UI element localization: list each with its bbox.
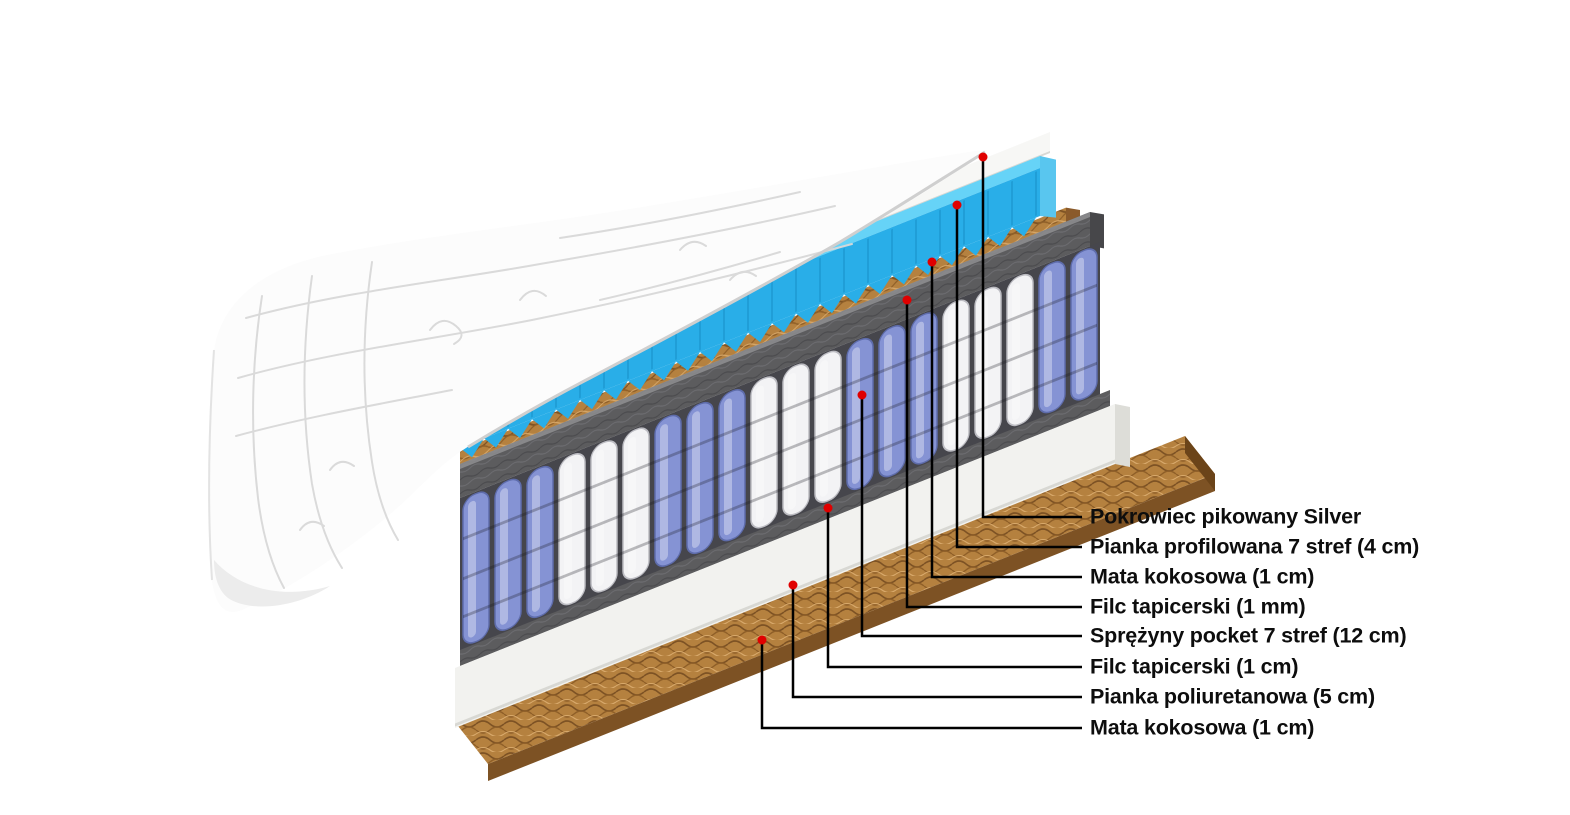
profiled-foam-end (1040, 156, 1056, 218)
pocket-springs-creases (463, 283, 1097, 619)
callout-line-mata-kokosowa-gorna (930, 262, 1082, 579)
spring-pocket-highlight (948, 308, 956, 446)
spring-pocket-highlight (884, 334, 892, 472)
callout-line-sprezyny (860, 395, 1082, 638)
spring-pocket (910, 312, 938, 465)
callout-dot (978, 152, 988, 162)
callout-dot (788, 580, 798, 590)
callout-line-filc-dolny (826, 508, 1082, 669)
spring-pocket (750, 376, 778, 529)
spring-pocket-highlight (1076, 257, 1084, 395)
callout-dot (902, 295, 912, 305)
spring-pocket-highlight (500, 488, 508, 625)
pocket-springs-background (460, 242, 1100, 652)
spring-pocket-highlight (724, 398, 732, 536)
spring-pocket (526, 465, 554, 619)
callout-line-filc-gorny (905, 300, 1082, 609)
spring-pocket (1038, 261, 1066, 414)
spring-pocket (494, 478, 522, 631)
spring-pocket-highlight (788, 372, 796, 510)
cover-left-edge (208, 349, 215, 581)
spring-pocket-highlight (532, 475, 540, 612)
spring-pocket (782, 363, 810, 516)
spring-pocket-highlight (468, 500, 476, 638)
spring-pocket-highlight (916, 321, 924, 459)
spring-pocket (1006, 273, 1034, 427)
upper-felt-end (1090, 212, 1104, 249)
quilted-cover-layer (207, 150, 989, 612)
layer-stack (455, 132, 1130, 728)
lower-felt-layer (460, 390, 1110, 666)
spring-pocket-highlight (596, 449, 604, 587)
callout-line-pianka-poliuretanowa (791, 585, 1082, 699)
spring-pocket-highlight (660, 424, 668, 561)
spring-pocket (814, 350, 842, 503)
spring-pocket (718, 389, 746, 542)
polyurethane-foam-end (1115, 404, 1130, 468)
spring-pocket-highlight (1012, 283, 1020, 420)
spring-pocket (558, 453, 586, 606)
callout-dot (927, 257, 937, 267)
cover-cut-edge (467, 150, 986, 449)
spring-pocket (654, 414, 682, 567)
callout-dot (857, 390, 867, 400)
callout-line-pokrowiec (981, 157, 1082, 519)
quilted-cover-body (207, 150, 989, 612)
spring-pocket-highlight (852, 347, 860, 484)
spring-pocket-highlight (628, 436, 636, 574)
spring-pocket-highlight (820, 360, 828, 497)
spring-pocket (846, 337, 874, 491)
spring-pocket (462, 491, 490, 644)
callout-line-pianka-profilowana (955, 205, 1082, 549)
spring-pocket (1070, 248, 1098, 401)
pocket-springs-layer (462, 248, 1098, 644)
spring-pocket-highlight (564, 462, 572, 600)
spring-pocket (622, 427, 650, 580)
spring-pocket (686, 401, 714, 555)
bottom-coconut-mat-end-face (1185, 436, 1215, 491)
callout-line-mata-kokosowa-dolna (760, 640, 1082, 730)
bottom-coconut-mat-front-face (488, 474, 1215, 781)
spring-pocket-highlight (1044, 270, 1052, 408)
polyurethane-foam-bottom-edge (455, 459, 1115, 727)
polyurethane-foam-layer (455, 404, 1115, 728)
spring-pocket-highlight (756, 385, 764, 523)
profiled-foam-teeth (460, 217, 1036, 458)
spring-pocket-highlight (692, 411, 700, 548)
callout-dot (952, 200, 962, 210)
cover-drape-shadow (214, 560, 330, 607)
spring-pocket (878, 325, 906, 478)
callout-dots (757, 152, 988, 645)
spring-pocket (974, 286, 1002, 439)
callout-dot (757, 635, 767, 645)
cover-quilting (235, 191, 853, 589)
callout-dot (823, 503, 833, 513)
callout-lines (760, 157, 1082, 730)
spring-pocket (590, 440, 618, 593)
